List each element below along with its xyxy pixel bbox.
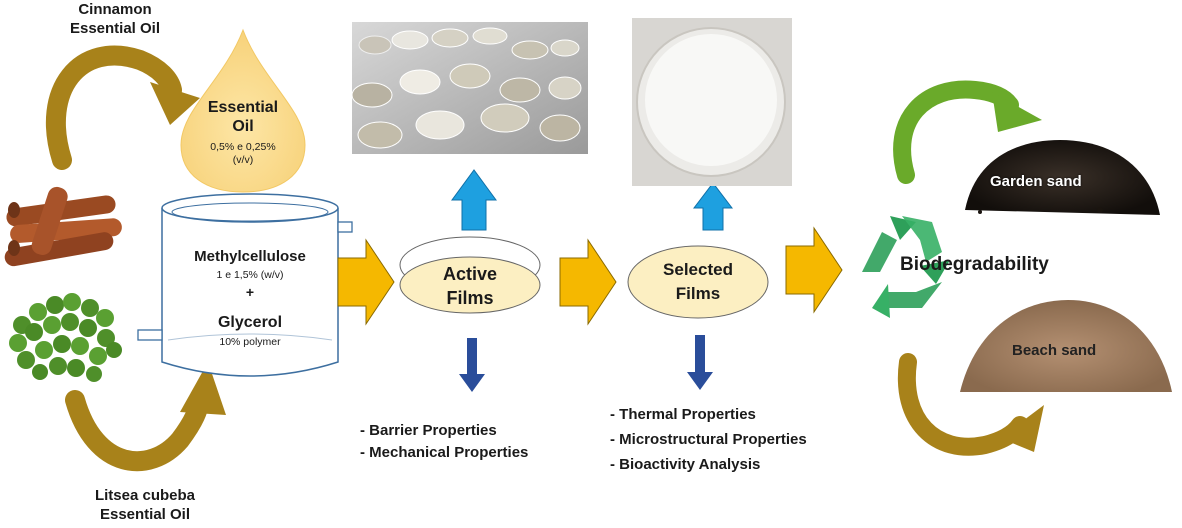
active-properties-list: - Barrier Properties - Mechanical Proper… xyxy=(360,420,528,464)
essential-oil-conc-line1: 0,5% e 0,25% xyxy=(210,141,276,153)
methylcellulose-conc: 1 e 1,5% (w/v) xyxy=(216,269,284,281)
essential-oil-title-line1: Essential xyxy=(207,99,279,116)
list-item: - Bioactivity Analysis xyxy=(610,456,761,473)
right-arrow-3-icon xyxy=(785,226,843,314)
down-arrow-1-icon xyxy=(459,338,485,392)
oil-drop-icon xyxy=(180,28,306,193)
litsea-oil-label: Litsea cubeba Essential Oil xyxy=(70,486,220,524)
active-films-line2: Films xyxy=(446,288,494,308)
cinnamon-label-line2: Essential Oil xyxy=(69,20,161,37)
right-arrow-1-icon xyxy=(337,238,395,326)
selected-properties-list: - Thermal Properties - Microstructural P… xyxy=(610,402,807,477)
selected-films-line1: Selected xyxy=(663,260,733,279)
cinnamon-oil-label: Cinnamon Essential Oil xyxy=(40,0,190,38)
list-item: - Mechanical Properties xyxy=(360,444,529,461)
active-films-label: Active Films xyxy=(400,262,540,310)
list-item: - Microstructural Properties xyxy=(610,431,807,448)
garden-sand-label: Garden sand xyxy=(990,173,1082,190)
beach-sand-icon xyxy=(960,300,1172,392)
glycerol-label: Glycerol xyxy=(217,314,283,331)
active-films-line1: Active xyxy=(442,264,498,284)
list-item: - Barrier Properties xyxy=(360,422,497,439)
glycerol-conc: 10% polymer xyxy=(219,336,281,348)
litsea-label-line1: Litsea cubeba xyxy=(94,487,196,504)
curved-arrow-bottom-icon xyxy=(65,362,226,472)
recycle-icon xyxy=(862,216,950,318)
green-curved-arrow-icon xyxy=(893,80,1042,184)
cinnamon-sticks-icon xyxy=(4,186,122,267)
active-films-dish-icon xyxy=(399,236,541,314)
right-arrow-2-icon xyxy=(559,238,617,326)
cinnamon-label-line1: Cinnamon xyxy=(78,1,152,18)
up-arrow-2-icon xyxy=(692,182,734,231)
essential-oil-title-line2: Oil xyxy=(232,118,254,135)
list-item: - Thermal Properties xyxy=(610,406,756,423)
litsea-label-line2: Essential Oil xyxy=(99,506,191,523)
selected-film-photo xyxy=(632,18,792,186)
selected-films-line2: Films xyxy=(675,284,721,303)
petri-dishes-photo xyxy=(351,22,588,154)
plus-sign: + xyxy=(245,284,255,300)
green-berries-icon xyxy=(9,293,122,382)
beach-sand-label: Beach sand xyxy=(1012,342,1097,359)
essential-oil-conc-line2: (v/v) xyxy=(232,154,254,166)
essential-oil-label: Essential Oil 0,5% e 0,25% (v/v) xyxy=(183,98,303,167)
selected-films-ellipse xyxy=(627,245,769,319)
selected-films-label: Selected Films xyxy=(628,258,768,306)
beaker-icon xyxy=(137,193,353,377)
up-arrow-1-icon xyxy=(451,169,497,231)
methylcellulose-label: Methylcellulose xyxy=(194,248,306,265)
curved-arrow-top-icon xyxy=(45,45,200,170)
down-arrow-2-icon xyxy=(687,335,713,390)
biodegradability-label: Biodegradability xyxy=(900,254,1049,275)
garden-sand-icon xyxy=(965,140,1160,215)
gold-curved-arrow-right-icon xyxy=(897,353,1044,456)
